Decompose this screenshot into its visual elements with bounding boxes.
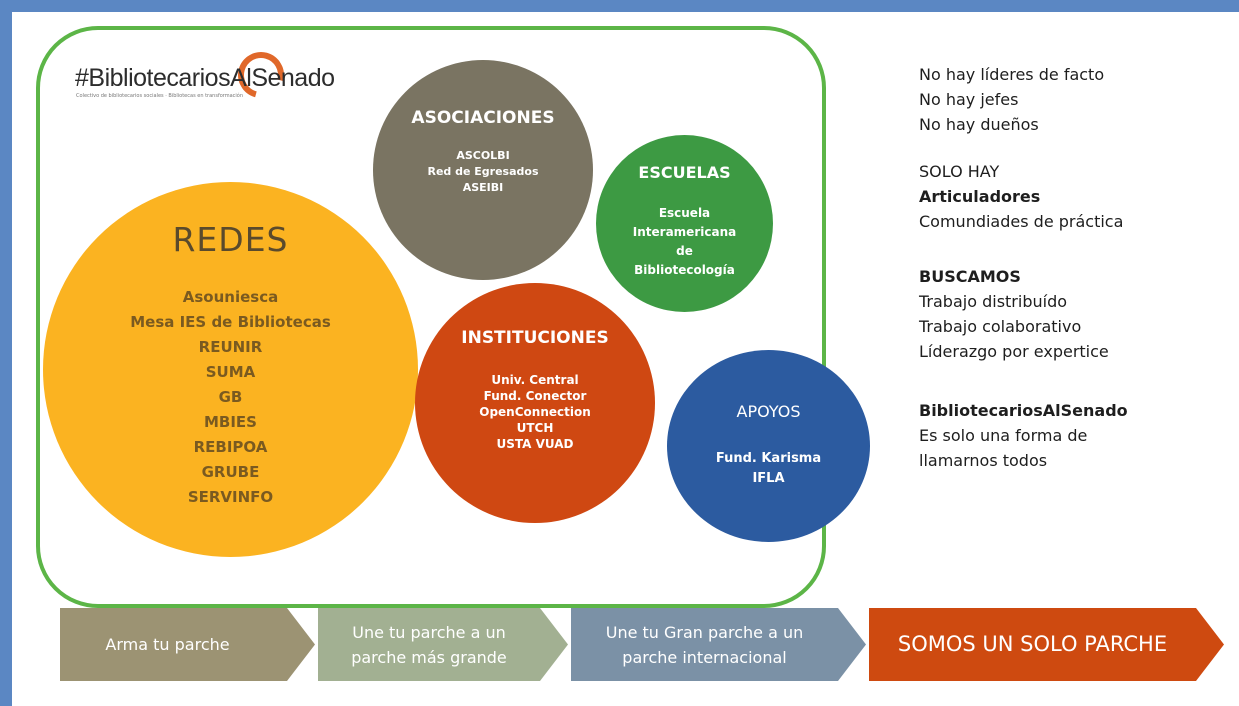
step-label: SOMOS UN SOLO PARCHE: [897, 632, 1168, 656]
notes-block-leaders: No hay líderes de facto No hay jefes No …: [919, 62, 1219, 137]
circle-title: REDES: [172, 220, 289, 259]
circle-apoyos: APOYOS Fund. Karisma IFLA: [667, 350, 870, 542]
step-label: Une tu parche a un parche más grande: [351, 620, 507, 670]
notes-block-buscamos: BUSCAMOS Trabajo distribuído Trabajo col…: [919, 264, 1219, 364]
circle-title: APOYOS: [736, 402, 801, 421]
circle-item: Interamericana: [632, 225, 737, 239]
notes-block-solo-hay: SOLO HAY Articuladores Comundiades de pr…: [919, 159, 1219, 234]
note-line: Es solo una forma de: [919, 426, 1088, 445]
step-label: Une tu Gran parche a un parche internaci…: [606, 620, 804, 670]
note-line: Comundiades de práctica: [919, 212, 1124, 231]
step-arrow-1: Arma tu parche: [60, 608, 315, 681]
note-line: Articuladores: [919, 187, 1041, 206]
circle-item: Fund. Karisma: [715, 451, 822, 466]
step-label-line: parche más grande: [351, 647, 507, 667]
logo: #BibliotecariosAlSenado Colectivo de bib…: [75, 43, 335, 108]
circle-items: ASCOLBI Red de Egresados ASEIBI: [427, 148, 538, 196]
step-label: Arma tu parche: [105, 635, 230, 654]
circle-item: REUNIR: [198, 338, 263, 356]
note-line: No hay dueños: [919, 115, 1039, 134]
note-heading: BibliotecariosAlSenado: [919, 401, 1128, 420]
circle-title: INSTITUCIONES: [461, 328, 609, 348]
circle-title: ASOCIACIONES: [411, 108, 555, 128]
note-heading: BUSCAMOS: [919, 267, 1021, 286]
circle-item: SERVINFO: [187, 488, 274, 506]
note-line: Trabajo colaborativo: [919, 317, 1082, 336]
circle-item: Asouniesca: [182, 288, 279, 306]
circle-item: UTCH: [516, 421, 554, 435]
note-heading: SOLO HAY: [919, 162, 1000, 181]
circle-item: MBIES: [203, 413, 257, 431]
circle-item: USTA VUAD: [496, 437, 574, 451]
circle-items: Univ. Central Fund. Conector OpenConnect…: [479, 372, 591, 452]
circle-item: de: [676, 244, 693, 258]
note-line: No hay jefes: [919, 90, 1019, 109]
circle-instituciones: INSTITUCIONES Univ. Central Fund. Conect…: [415, 283, 655, 523]
step-arrow-3: Une tu Gran parche a un parche internaci…: [571, 608, 866, 681]
step-label-line: parche internacional: [622, 647, 787, 667]
circle-items: Asouniesca Mesa IES de Bibliotecas REUNI…: [130, 285, 331, 510]
step-label-line: Une tu Gran parche a un: [605, 622, 804, 642]
note-line: Trabajo distribuído: [919, 292, 1068, 311]
circle-item: GRUBE: [201, 463, 260, 481]
circle-item: Red de Egresados: [427, 165, 539, 178]
logo-text: #BibliotecariosAlSenado: [75, 64, 335, 92]
circle-item: Mesa IES de Bibliotecas: [130, 313, 331, 331]
circle-item: OpenConnection: [479, 405, 591, 419]
note-line: No hay líderes de facto: [919, 65, 1105, 84]
note-line: Líderazgo por expertice: [919, 342, 1109, 361]
circle-item: Escuela: [658, 206, 711, 220]
step-arrow-2: Une tu parche a un parche más grande: [318, 608, 568, 681]
step-arrow-4: SOMOS UN SOLO PARCHE: [869, 608, 1224, 681]
circle-item: REBIPOA: [193, 438, 268, 456]
logo-subtitle: Colectivo de bibliotecarios sociales · B…: [76, 93, 244, 99]
circle-item: IFLA: [752, 471, 785, 486]
circle-item: ASEIBI: [462, 181, 504, 194]
step-label-line: Une tu parche a un: [352, 622, 506, 642]
circle-escuelas: ESCUELAS Escuela Interamericana de Bibli…: [596, 135, 773, 312]
circle-item: Univ. Central: [491, 373, 579, 387]
note-line: llamarnos todos: [919, 451, 1048, 470]
circle-item: Bibliotecología: [634, 263, 735, 277]
notes-block-name: BibliotecariosAlSenado Es solo una forma…: [919, 398, 1219, 473]
circle-item: SUMA: [205, 363, 256, 381]
circle-title: ESCUELAS: [638, 163, 731, 182]
circle-items: Fund. Karisma IFLA: [716, 449, 821, 489]
circle-redes: REDES Asouniesca Mesa IES de Bibliotecas…: [43, 182, 418, 557]
notes-panel: No hay líderes de facto No hay jefes No …: [919, 62, 1219, 495]
circle-item: ASCOLBI: [456, 149, 510, 162]
circle-asociaciones: ASOCIACIONES ASCOLBI Red de Egresados AS…: [373, 60, 593, 280]
networks-frame: [36, 26, 826, 608]
circle-item: Fund. Conector: [483, 389, 587, 403]
circle-item: GB: [218, 388, 243, 406]
circle-items: Escuela Interamericana de Bibliotecologí…: [633, 204, 736, 280]
